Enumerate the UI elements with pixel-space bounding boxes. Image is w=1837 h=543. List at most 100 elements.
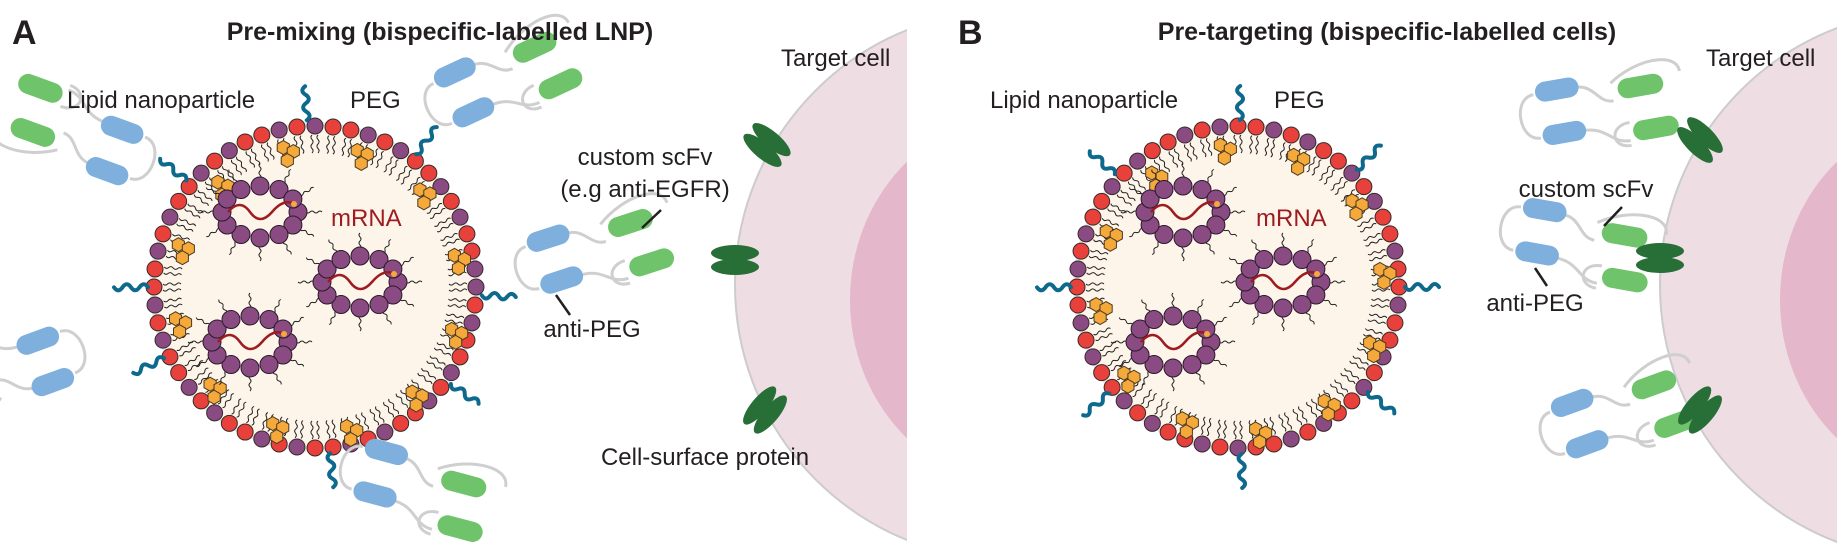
lipid-tail bbox=[197, 372, 213, 385]
lipid-tail bbox=[206, 227, 221, 238]
lipid-tail bbox=[358, 232, 362, 250]
ionizable-lipid-head bbox=[1144, 355, 1164, 375]
ionizable-lipid-head bbox=[369, 295, 389, 315]
ionizable-lipid-head bbox=[1154, 225, 1174, 245]
phospholipid-head bbox=[1159, 133, 1177, 151]
lipid-tail bbox=[1239, 420, 1243, 440]
custom-scfv-domain bbox=[629, 248, 675, 277]
lipid-tail bbox=[1330, 176, 1344, 191]
cholesterol-ring bbox=[266, 416, 280, 432]
panel-letter-b: B bbox=[958, 14, 983, 52]
ionizable-lipid-head bbox=[1196, 319, 1216, 339]
anti-peg-domain bbox=[1565, 430, 1609, 459]
cholesterol-ring bbox=[340, 418, 354, 434]
ionizable-lipid-head bbox=[467, 278, 485, 296]
ionizable-lipid-head bbox=[146, 296, 164, 314]
lipid-tail bbox=[375, 406, 385, 423]
target-cell-b bbox=[1659, 27, 1837, 543]
phospholipid-head bbox=[1315, 142, 1333, 160]
label-target-cell-a: Target cell bbox=[781, 45, 890, 72]
peg-chain bbox=[300, 84, 312, 123]
lipid-tail bbox=[1281, 232, 1285, 250]
ionizable-lipid-head bbox=[350, 298, 370, 318]
lipid-tail bbox=[248, 292, 252, 310]
phospholipid-head bbox=[324, 438, 342, 456]
ionizable-lipid-head bbox=[1206, 189, 1226, 209]
ionizable-lipid-head bbox=[1206, 215, 1226, 235]
phospholipid-head bbox=[1355, 178, 1373, 196]
lipid-tail bbox=[407, 176, 421, 191]
cholesterol-ring bbox=[447, 247, 461, 263]
bispecific-antibody bbox=[513, 192, 675, 294]
cholesterol-ring bbox=[344, 431, 358, 447]
ionizable-lipid-head bbox=[240, 358, 260, 378]
lipid-tail bbox=[299, 186, 314, 197]
lipid-tail bbox=[1205, 169, 1215, 184]
lipid-tail bbox=[1251, 239, 1261, 254]
lipid-tail bbox=[306, 297, 321, 308]
lipid-tail bbox=[1292, 408, 1303, 426]
ionizable-lipid-head bbox=[1176, 126, 1194, 144]
linker bbox=[62, 88, 157, 181]
lipid-tail bbox=[1349, 360, 1366, 371]
lipid-tail bbox=[1218, 340, 1236, 344]
lipid-tail bbox=[1311, 398, 1323, 415]
ionizable-lipid-head bbox=[161, 208, 179, 226]
mrna-cap bbox=[281, 331, 287, 337]
lipid-tail bbox=[251, 408, 260, 426]
lipid-tail bbox=[230, 159, 242, 176]
lipid-tail bbox=[417, 372, 433, 385]
lipid-tail bbox=[310, 420, 314, 440]
peg-chain bbox=[1354, 143, 1383, 172]
lipid-tail bbox=[1085, 282, 1105, 286]
phospholipid-head bbox=[1374, 208, 1392, 226]
custom-scfv-domain bbox=[608, 208, 653, 238]
receptor-lobe bbox=[1636, 243, 1684, 259]
peg-chain bbox=[1035, 282, 1073, 293]
anti-peg-domain bbox=[540, 266, 584, 294]
custom-scfv-domain bbox=[1631, 370, 1677, 400]
lipid-tail bbox=[1118, 317, 1134, 326]
receptor-lobe bbox=[711, 259, 759, 275]
receptor-lobe bbox=[1687, 117, 1723, 153]
label-mrna-b: mRNA bbox=[1256, 205, 1327, 232]
linker bbox=[503, 13, 570, 111]
lipid-tail bbox=[1195, 299, 1205, 314]
custom-scfv-domain bbox=[1617, 73, 1664, 99]
lipid-tail bbox=[361, 412, 369, 430]
cholesterol-ring bbox=[173, 324, 187, 340]
lipid-tail bbox=[383, 401, 394, 418]
lipid-tail bbox=[1132, 177, 1146, 191]
phospholipid-head bbox=[392, 414, 410, 432]
lipid-tail bbox=[163, 297, 182, 303]
phospholipid-head bbox=[1211, 438, 1229, 456]
phospholipid-head bbox=[170, 364, 188, 382]
lipid-tail bbox=[272, 299, 282, 314]
linker bbox=[1498, 205, 1598, 285]
lipid-tail bbox=[1200, 139, 1207, 158]
cell-surface-proteins-b bbox=[1636, 117, 1723, 434]
receptor-lobe bbox=[743, 386, 777, 425]
mrna-complex bbox=[1220, 232, 1346, 332]
lipid-tail bbox=[1369, 254, 1388, 262]
ionizable-lipid-head bbox=[1265, 121, 1283, 139]
phospholipid-head bbox=[466, 296, 484, 314]
lipid-tail bbox=[405, 280, 423, 284]
lipid-tail bbox=[388, 159, 399, 176]
cholesterol-ring bbox=[354, 155, 368, 171]
lipid-tail bbox=[358, 314, 362, 332]
lipid-tail bbox=[442, 238, 460, 247]
mrna-complex bbox=[297, 232, 423, 332]
scfv-pointer-a bbox=[641, 209, 662, 229]
custom-scfv-domain bbox=[512, 31, 557, 63]
lipid-tail bbox=[396, 165, 408, 181]
label-custom-scfv-b: custom scFv bbox=[1519, 176, 1654, 203]
cholesterol-ring bbox=[1217, 150, 1231, 166]
ionizable-lipid-head bbox=[1389, 296, 1407, 314]
lipid-tail bbox=[1371, 288, 1391, 292]
custom-scfv-domain bbox=[1601, 223, 1648, 248]
ionizable-lipid-head bbox=[253, 430, 271, 448]
cell-surface-protein bbox=[743, 386, 787, 434]
phospholipid-head bbox=[206, 152, 224, 170]
ionizable-lipid-head bbox=[270, 121, 288, 139]
